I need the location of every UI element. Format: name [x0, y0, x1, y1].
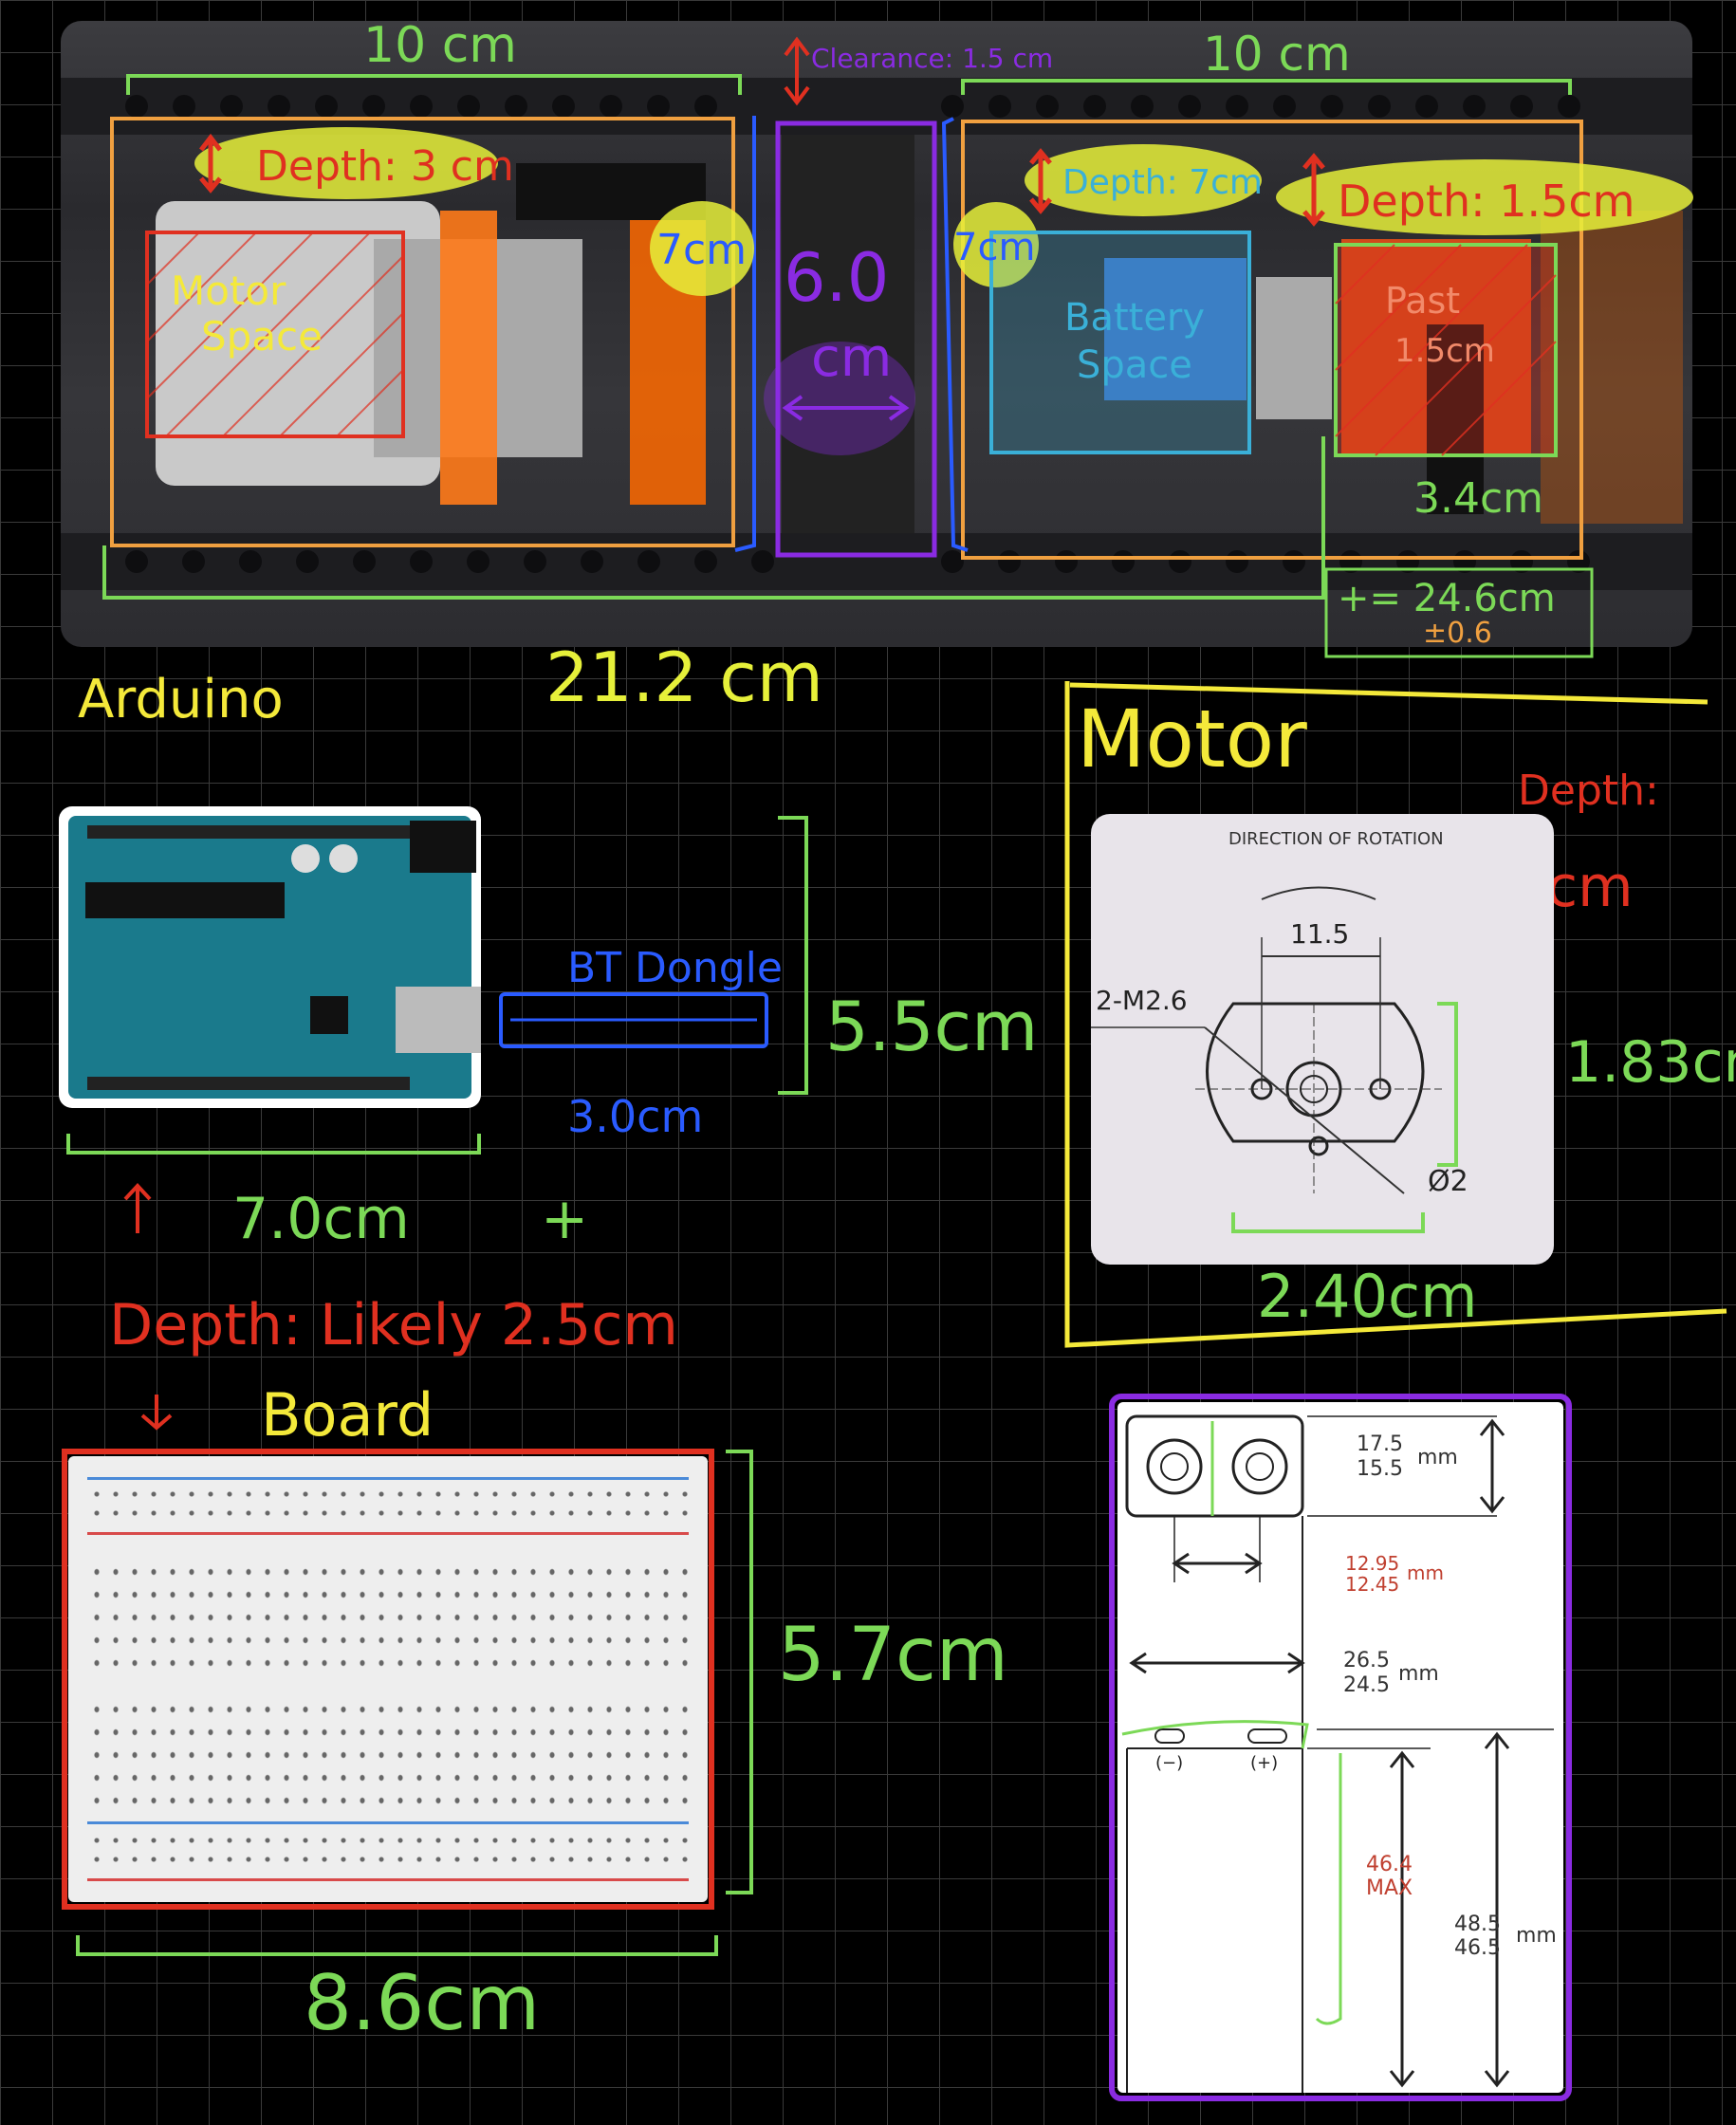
dim3-a: 26.5: [1343, 1649, 1390, 1672]
motor-diagram: DIRECTION OF ROTATION 11.5 2-M2.6 Ø2: [1091, 814, 1554, 1265]
dim3-b: 24.5: [1343, 1673, 1390, 1697]
motor-width-label: 2.40cm: [1257, 1262, 1478, 1331]
left-width-label: 10 cm: [363, 17, 517, 74]
battery-space-box: [989, 231, 1251, 454]
right-bay-outline: [961, 120, 1583, 560]
motor-height-label: 1.83cm: [1565, 1029, 1736, 1096]
bt-dongle-label: BT Dongle: [567, 944, 783, 992]
board-width-bracket: [76, 1935, 718, 1956]
dim1-b: 15.5: [1357, 1457, 1403, 1481]
total-label-1: += 24.6cm: [1338, 577, 1556, 620]
arduino-height-label: 5.5cm: [825, 987, 1039, 1066]
motor-space-label-2: Space: [201, 313, 323, 360]
motor-bracket-top: [1069, 682, 1708, 705]
past-width-label: 3.4cm: [1413, 474, 1544, 523]
dim1-a: 17.5: [1357, 1432, 1403, 1456]
screw-label: 2-M2.6: [1096, 985, 1188, 1016]
right-width-label: 10 cm: [1203, 27, 1351, 82]
clearance-label: Clearance: 1.5 cm: [811, 43, 1054, 74]
breadboard-image: [68, 1456, 708, 1902]
motor-title: Motor: [1077, 693, 1307, 785]
plus-sign: +: [541, 1186, 589, 1252]
left-gap-line: [734, 116, 756, 552]
rotation-title: DIRECTION OF ROTATION: [1228, 829, 1444, 849]
board-height-label: 5.7cm: [778, 1613, 1008, 1698]
battery-space-label-2: Space: [1077, 343, 1192, 387]
dongle-width-label: 3.0cm: [567, 1091, 704, 1142]
motor-space-box: [145, 231, 405, 438]
dim2-a: 12.95: [1345, 1552, 1400, 1575]
chassis-photo-art: [61, 78, 1692, 590]
motor-drawing: [1091, 886, 1458, 1233]
arduino-title: Arduino: [78, 669, 284, 730]
center-slot-outline: [775, 120, 937, 558]
dim4-a: 46.4: [1366, 1853, 1413, 1876]
dim5-a: 48.5: [1454, 1912, 1501, 1936]
bt-dongle-outline: [499, 992, 768, 1048]
depth-left-label: Depth: 3 cm: [256, 142, 514, 191]
board-title: Board: [261, 1380, 434, 1450]
breadboard-outline: [62, 1449, 714, 1910]
total-label-2: ±0.6: [1423, 617, 1492, 650]
motor-space-label-1: Motor: [171, 268, 286, 314]
past-box: [1334, 243, 1558, 457]
board-width-label: 8.6cm: [304, 1959, 541, 2047]
right-width-bracket: [961, 79, 1572, 95]
right-gap-label: 7cm: [953, 226, 1036, 269]
battery-space-label-1: Battery: [1064, 296, 1206, 340]
dim2-b: 12.45: [1345, 1573, 1400, 1596]
dim1-unit: mm: [1417, 1446, 1458, 1469]
motor-depth-label: Depth:: [1518, 767, 1659, 815]
hole-label: Ø2: [1428, 1165, 1468, 1198]
arduino-width-label: 7.0cm: [232, 1186, 410, 1252]
dim2-unit: mm: [1407, 1561, 1444, 1584]
depth-mid-label: Depth: 7cm: [1062, 163, 1263, 202]
dim3-unit: mm: [1398, 1662, 1439, 1686]
left-gap-label: 7cm: [656, 226, 748, 274]
dim-11-5: 11.5: [1290, 918, 1350, 950]
total-box: [1324, 567, 1594, 658]
overall-bracket: [102, 436, 1325, 600]
positive-label: (+): [1250, 1753, 1279, 1773]
battery-drawing: [1121, 1414, 1554, 2093]
center-value-label: 6.0: [784, 239, 890, 317]
negative-label: (−): [1155, 1753, 1184, 1773]
board-height-bracket: [726, 1450, 753, 1894]
battery-diagram-outline: [1109, 1394, 1572, 2101]
arduino-width-bracket: [66, 1134, 481, 1155]
depth-right-label: Depth: 1.5cm: [1338, 176, 1635, 227]
center-unit-label: cm: [811, 327, 893, 389]
past-label-2: 1.5cm: [1394, 332, 1495, 370]
right-gap-line: [941, 117, 969, 552]
battery-diagram: 17.5 15.5 mm 12.95 12.45 mm 26.5 24.5 mm…: [1117, 1402, 1563, 2093]
past-label-1: Past: [1385, 280, 1461, 322]
arduino-board-image: [59, 806, 481, 1108]
dim5-b: 46.5: [1454, 1936, 1501, 1960]
dim4-b: MAX: [1366, 1876, 1413, 1900]
left-bay-outline: [110, 117, 735, 547]
arduino-height-bracket: [778, 816, 808, 1095]
overall-width-label: 21.2 cm: [545, 638, 823, 717]
arduino-depth-label: Depth: Likely 2.5cm: [109, 1292, 678, 1358]
left-width-bracket: [126, 74, 742, 95]
motor-bracket-left: [1064, 681, 1727, 1348]
dim5-unit: mm: [1516, 1924, 1557, 1948]
depth-left-highlight: [194, 127, 498, 199]
